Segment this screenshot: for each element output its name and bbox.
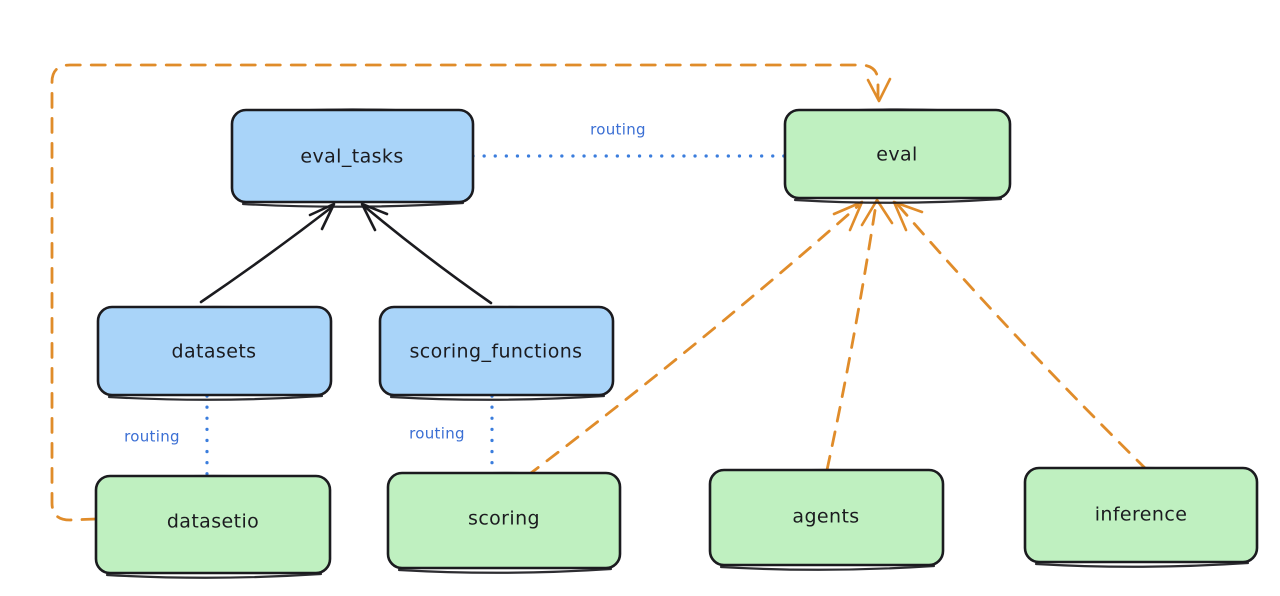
- node-label-eval: eval: [876, 144, 917, 166]
- edge-agents-eval: [825, 198, 894, 472]
- node-label-datasets: datasets: [172, 341, 257, 363]
- edge-label-routing-eval: routing: [590, 121, 646, 139]
- node-datasets[interactable]: datasets: [96, 305, 333, 401]
- edge-scoring_functions-eval_tasks: [360, 202, 493, 305]
- node-eval[interactable]: eval: [783, 108, 1012, 204]
- node-label-agents: agents: [792, 506, 859, 528]
- edge-datasets-eval_tasks: [199, 202, 336, 304]
- node-agents[interactable]: agents: [708, 468, 945, 571]
- node-scoring[interactable]: scoring: [386, 471, 622, 574]
- node-label-scoring-functions: scoring_functions: [410, 341, 583, 363]
- node-eval-tasks[interactable]: eval_tasks: [230, 108, 475, 208]
- node-label-inference: inference: [1095, 504, 1188, 526]
- edge-label-routing-scoring: routing: [409, 425, 465, 443]
- node-label-eval-tasks: eval_tasks: [300, 146, 403, 168]
- node-scoring-functions[interactable]: scoring_functions: [378, 305, 615, 401]
- node-datasetio[interactable]: datasetio: [94, 474, 332, 579]
- edge-datasetio-eval: [50, 63, 892, 522]
- edge-label-routing-datasetio: routing: [124, 428, 180, 446]
- node-label-datasetio: datasetio: [167, 511, 259, 533]
- edge-inference-eval: [892, 200, 1149, 472]
- node-label-scoring: scoring: [468, 508, 540, 530]
- node-inference[interactable]: inference: [1023, 466, 1259, 568]
